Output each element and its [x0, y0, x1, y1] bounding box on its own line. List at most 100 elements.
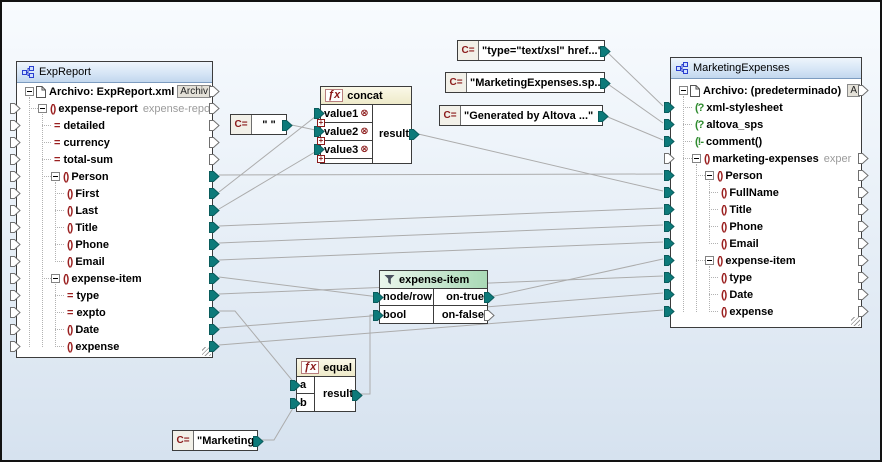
- source-input-port-expense-item[interactable]: [10, 273, 21, 284]
- tree-item-fullname[interactable]: ()FullName: [671, 184, 861, 201]
- constant-space[interactable]: C= " ": [230, 114, 293, 135]
- delete-input-icon[interactable]: ⊗: [360, 143, 369, 155]
- target-input-port-altova-sps[interactable]: [664, 119, 675, 130]
- source-input-port-currency[interactable]: [10, 137, 21, 148]
- source-input-port-expto[interactable]: [10, 307, 21, 318]
- input-port-value1[interactable]: [314, 108, 325, 119]
- target-output-port-phone[interactable]: [858, 221, 869, 232]
- file-options-button[interactable]: Archiv: [177, 85, 211, 98]
- constant-generated-by[interactable]: C= "Generated by Altova ...": [439, 105, 609, 126]
- source-output-port-total-sum[interactable]: [209, 154, 220, 165]
- resize-grip[interactable]: [851, 317, 860, 326]
- source-output-port-expense-report[interactable]: [209, 103, 220, 114]
- output-port-on-true[interactable]: [484, 292, 495, 303]
- tree-item-type[interactable]: ()type: [671, 269, 861, 286]
- target-output-port-marketing-expenses[interactable]: [858, 153, 869, 164]
- output-port[interactable]: [600, 46, 611, 57]
- source-output-port-expense-item[interactable]: [209, 273, 220, 284]
- collapse-expander[interactable]: [679, 86, 688, 95]
- connection-left-title-to-right-title[interactable]: [218, 207, 664, 227]
- source-input-port-expense-report[interactable]: [10, 103, 21, 114]
- tree-item-title[interactable]: ()Title: [17, 219, 212, 236]
- connection-concat-result-to-right-fullname[interactable]: [413, 132, 664, 192]
- tree-item-expense[interactable]: ()expense: [17, 338, 212, 355]
- source-output-port-archivo-expreport-xml[interactable]: [209, 86, 220, 97]
- connection-equal-result-to-filter-bool[interactable]: [358, 314, 379, 395]
- target-output-port-type[interactable]: [858, 272, 869, 283]
- source-output-port-phone[interactable]: [209, 239, 220, 250]
- source-output-port-email[interactable]: [209, 256, 220, 267]
- source-input-port-detailed[interactable]: [10, 120, 21, 131]
- source-input-port-total-sum[interactable]: [10, 154, 21, 165]
- function-concat[interactable]: ƒx concat value1⊗ value2⊗ value3⊗ result…: [314, 86, 420, 164]
- collapse-expander[interactable]: [38, 104, 47, 113]
- target-output-port-title[interactable]: [858, 204, 869, 215]
- target-input-port-date[interactable]: [664, 289, 675, 300]
- tree-item-last[interactable]: ()Last: [17, 202, 212, 219]
- source-input-port-phone[interactable]: [10, 239, 21, 250]
- tree-item-title[interactable]: ()Title: [671, 201, 861, 218]
- source-output-port-person[interactable]: [209, 171, 220, 182]
- target-panel-titlebar[interactable]: MarketingExpenses: [671, 58, 861, 79]
- source-output-port-expto[interactable]: [209, 307, 220, 318]
- input-port-a[interactable]: [290, 380, 301, 391]
- collapse-expander[interactable]: [51, 274, 60, 283]
- source-output-port-currency[interactable]: [209, 137, 220, 148]
- add-input-icon[interactable]: +: [317, 154, 325, 163]
- target-output-port-email[interactable]: [858, 238, 869, 249]
- target-output-port-fullname[interactable]: [858, 187, 869, 198]
- tree-item-xml-stylesheet[interactable]: (?xml-stylesheet: [671, 99, 861, 116]
- connection-left-email-to-right-email[interactable]: [218, 241, 664, 261]
- target-output-port-archivo-predeterminado[interactable]: [858, 85, 869, 96]
- source-output-port-detailed[interactable]: [209, 120, 220, 131]
- add-input-icon[interactable]: +: [317, 118, 325, 127]
- input-port-bool[interactable]: [373, 310, 384, 321]
- filter-expense-item[interactable]: expense-item node/row bool on-true on-fa…: [373, 270, 495, 324]
- target-panel-marketingexpenses[interactable]: MarketingExpenses Archivo: (predetermina…: [664, 57, 869, 328]
- connection-left-expto-to-equal-a[interactable]: [219, 310, 297, 386]
- function-equal[interactable]: ƒx equal a b result: [290, 358, 363, 412]
- tree-item-total-sum[interactable]: =total-sum: [17, 151, 212, 168]
- input-port-node-row[interactable]: [373, 292, 384, 303]
- tree-item-currency[interactable]: =currency: [17, 134, 212, 151]
- connection-const-xsl-to-right-xml-stylesheet[interactable]: [604, 49, 664, 107]
- output-port[interactable]: [282, 120, 293, 131]
- target-input-port-xml-stylesheet[interactable]: [664, 102, 675, 113]
- resize-grip[interactable]: [202, 347, 211, 356]
- source-output-port-first[interactable]: [209, 188, 220, 199]
- source-input-port-type[interactable]: [10, 290, 21, 301]
- tree-item-email[interactable]: ()Email: [17, 253, 212, 270]
- target-input-port-expense-item[interactable]: [664, 255, 675, 266]
- tree-item-expto[interactable]: =expto: [17, 304, 212, 321]
- source-input-port-last[interactable]: [10, 205, 21, 216]
- constant-xsl-pi[interactable]: C= "type="text/xsl" href...": [457, 40, 611, 61]
- tree-item-expense-item[interactable]: ()expense-item: [17, 270, 212, 287]
- collapse-expander[interactable]: [51, 172, 60, 181]
- source-input-port-email[interactable]: [10, 256, 21, 267]
- target-input-port-email[interactable]: [664, 238, 675, 249]
- tree-item-archivo-predeterminado[interactable]: Archivo: (predeterminado)A: [671, 82, 861, 99]
- tree-item-comment[interactable]: (!-comment(): [671, 133, 861, 150]
- tree-item-detailed[interactable]: =detailed: [17, 117, 212, 134]
- connection-const-generated-to-right-comment[interactable]: [602, 114, 664, 141]
- tree-item-altova-sps[interactable]: (?altova_sps: [671, 116, 861, 133]
- connection-left-last-to-concat-value3[interactable]: [218, 148, 321, 210]
- target-input-port-fullname[interactable]: [664, 187, 675, 198]
- output-port-on-false[interactable]: [484, 310, 495, 321]
- source-input-port-person[interactable]: [10, 171, 21, 182]
- target-input-port-phone[interactable]: [664, 221, 675, 232]
- tree-item-email[interactable]: ()Email: [671, 235, 861, 252]
- connection-left-person-to-right-person[interactable]: [218, 173, 664, 176]
- target-input-port-type[interactable]: [664, 272, 675, 283]
- collapse-expander[interactable]: [692, 154, 701, 163]
- target-output-port-expense-item[interactable]: [858, 255, 869, 266]
- source-input-port-title[interactable]: [10, 222, 21, 233]
- tree-item-date[interactable]: ()Date: [671, 286, 861, 303]
- target-input-port-comment[interactable]: [664, 136, 675, 147]
- collapse-expander[interactable]: [705, 256, 714, 265]
- tree-item-person[interactable]: ()Person: [671, 167, 861, 184]
- output-port[interactable]: [598, 111, 609, 122]
- constant-marketing[interactable]: C= "Marketing": [172, 430, 264, 451]
